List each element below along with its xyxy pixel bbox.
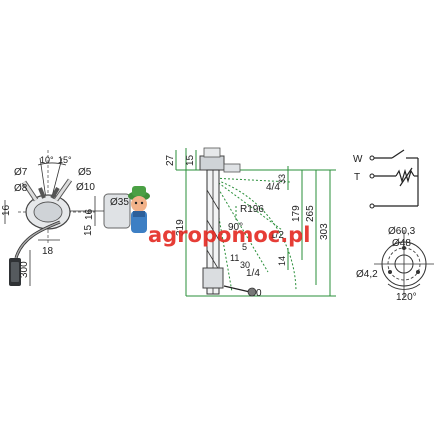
bolt-hole-top (402, 246, 406, 250)
angle-15-label: 15° (58, 155, 72, 165)
dim-27-label: 27 (165, 154, 176, 166)
bolt-hole-right (416, 270, 420, 274)
mascot-face (131, 196, 147, 212)
watermark-text: agropomoc.pl (148, 223, 310, 247)
tube-hatch-3 (206, 249, 220, 271)
dim-15-label: 15 (83, 224, 94, 236)
tube-hatch-2 (206, 219, 220, 241)
cable-highlight (15, 221, 61, 259)
flange-outer-circle (381, 241, 427, 287)
scale-4-4-label: 4/4 (266, 182, 280, 193)
angle-10-label: 10° (40, 155, 54, 165)
angle-arc (37, 162, 67, 166)
diameter-35-label: Ø35 (110, 197, 129, 208)
resistor-zigzag (395, 168, 415, 184)
dim-319-label: 319 (175, 219, 186, 236)
ohm-5-label: 5 (242, 242, 247, 252)
pipe-left-inner (22, 181, 38, 201)
sender-head (199, 155, 225, 171)
dim-179-label: 179 (291, 205, 302, 222)
flange-center-hole (394, 254, 414, 274)
watermark-logo: agropomoc.pl (128, 186, 310, 247)
diameter-48-label: Ø48 (392, 238, 411, 249)
dim-18-label: 18 (42, 246, 54, 257)
radial-line-half (211, 177, 283, 231)
flange-pattern: Ø60,3 Ø48 Ø4,2 120° (356, 226, 434, 303)
dim-15-label: 15 (185, 154, 196, 166)
terminal-ground (369, 203, 375, 209)
ohm-30-label: 30 (240, 260, 250, 270)
dim-303-label: 303 (319, 223, 330, 240)
dim-300-label: 300 (19, 261, 30, 278)
float-bottom (247, 287, 257, 297)
radial-line-full (211, 177, 291, 183)
left-view: 10° 15° Ø7 Ø5 Ø8 Ø10 Ø35 16 16 15 18 300 (1, 150, 131, 286)
switch-contact (391, 149, 405, 159)
pipe-mid-right (50, 186, 60, 200)
terminal-t (369, 173, 375, 179)
mascot-hat (132, 186, 146, 196)
angle-90-label: 90° (228, 222, 243, 233)
sender-outlet (223, 163, 241, 173)
mascot-eye-left (134, 201, 138, 205)
scale-0-label: 0 (256, 288, 262, 299)
pipe-mid-left (38, 187, 46, 199)
dim-16-left-label: 16 (1, 204, 12, 216)
flange-bolt-circle (387, 247, 421, 281)
sender-cap (203, 147, 221, 158)
mascot-eye-right (140, 201, 144, 205)
angle-120-label: 120° (396, 292, 417, 303)
scale-1-2-label: 1/2 (270, 230, 284, 241)
terminal-w (369, 155, 375, 161)
flange-hub (33, 201, 63, 223)
wiper-arrow (399, 167, 413, 187)
bolt-hole-left (388, 270, 392, 274)
diameter-4-2-label: Ø4,2 (356, 269, 378, 280)
radial-line-zero (211, 177, 233, 293)
angle-120-arc (387, 283, 421, 290)
connector-plug-body (11, 262, 19, 282)
diameter-7-label: Ø7 (14, 167, 28, 178)
diameter-10-label: Ø10 (76, 182, 95, 193)
tube-hatch-1 (206, 189, 220, 211)
dim-16-right-label: 16 (84, 208, 95, 220)
pipe-right-inner (54, 179, 72, 201)
ohm-11-label: 11 (230, 253, 239, 263)
terminal-t-label: T (354, 172, 360, 183)
scale-1-4-label: 1/4 (246, 268, 260, 279)
dim-14-label: 14 (277, 256, 287, 266)
terminal-w-label: W (353, 154, 363, 165)
mid-view: 27 15 319 R196 90° 179 265 303 33 14 4/4… (165, 147, 336, 299)
float-arm-bottom (223, 285, 251, 293)
diameter-8-label: Ø8 (14, 183, 28, 194)
diameter-5-label: Ø5 (78, 167, 92, 178)
diameter-60-3-label: Ø60,3 (388, 226, 416, 237)
dim-33-label: 33 (277, 174, 287, 184)
resistor-housing (202, 267, 224, 289)
mascot-collar (133, 211, 145, 217)
wiring-schematic: W T (353, 149, 419, 209)
dim-265-label: 265 (305, 205, 316, 222)
radius-196-label: R196 (240, 204, 264, 215)
